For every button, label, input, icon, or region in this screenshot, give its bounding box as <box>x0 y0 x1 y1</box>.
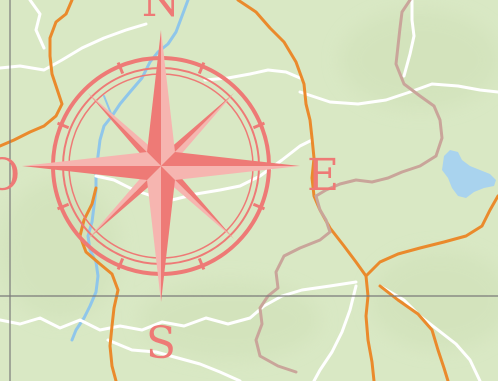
compass-label-east: E <box>307 150 339 201</box>
compass-point-west-light <box>22 152 161 166</box>
compass-point-north <box>147 30 161 166</box>
lake <box>442 150 496 198</box>
secondary-road <box>298 82 498 106</box>
compass-tick <box>197 257 206 271</box>
compass-tick <box>116 61 125 75</box>
compass-tick <box>116 257 125 271</box>
compass-point-se-light <box>161 166 234 239</box>
borders-layer <box>254 0 444 374</box>
compass-tick <box>252 202 266 211</box>
secondary-road <box>0 316 252 332</box>
terrain-patch <box>0 180 120 320</box>
secondary-road <box>28 0 46 50</box>
primary-road <box>378 284 450 381</box>
compass-point-west <box>22 166 161 180</box>
compass-point-south-light <box>147 166 161 302</box>
compass-label-north: N <box>142 0 181 27</box>
compass-cardinal-points <box>22 30 300 302</box>
compass-rose: N S E O <box>0 0 339 369</box>
compass-label-south: S <box>146 318 176 369</box>
secondary-road <box>402 0 416 78</box>
compass-point-east-light <box>161 166 300 180</box>
secondary-road <box>0 22 148 72</box>
primary-road <box>78 186 120 381</box>
primary-road <box>236 0 376 381</box>
secondary-road <box>94 138 314 202</box>
compass-diagonal-points <box>88 93 234 239</box>
compass-point-south <box>161 166 175 302</box>
compass-tick <box>56 121 70 130</box>
primary-road <box>364 194 498 278</box>
compass-tick <box>56 202 70 211</box>
compass-point-ne-light <box>161 93 234 166</box>
compass-tick <box>252 121 266 130</box>
compass-point-north-light <box>161 30 175 166</box>
primary-road <box>0 0 74 148</box>
admin-border <box>314 0 444 198</box>
compass-point-sw-light <box>88 166 161 239</box>
secondary-road <box>106 338 242 381</box>
compass-tick <box>197 61 206 75</box>
compass-label-west: O <box>0 150 20 201</box>
compass-point-east <box>161 152 300 166</box>
terrain-patch <box>370 250 498 350</box>
compass-point-nw-light <box>88 93 161 166</box>
secondary-road <box>378 284 482 381</box>
secondary-road <box>312 284 358 381</box>
compass-ticks <box>56 61 266 271</box>
admin-border <box>254 194 332 374</box>
